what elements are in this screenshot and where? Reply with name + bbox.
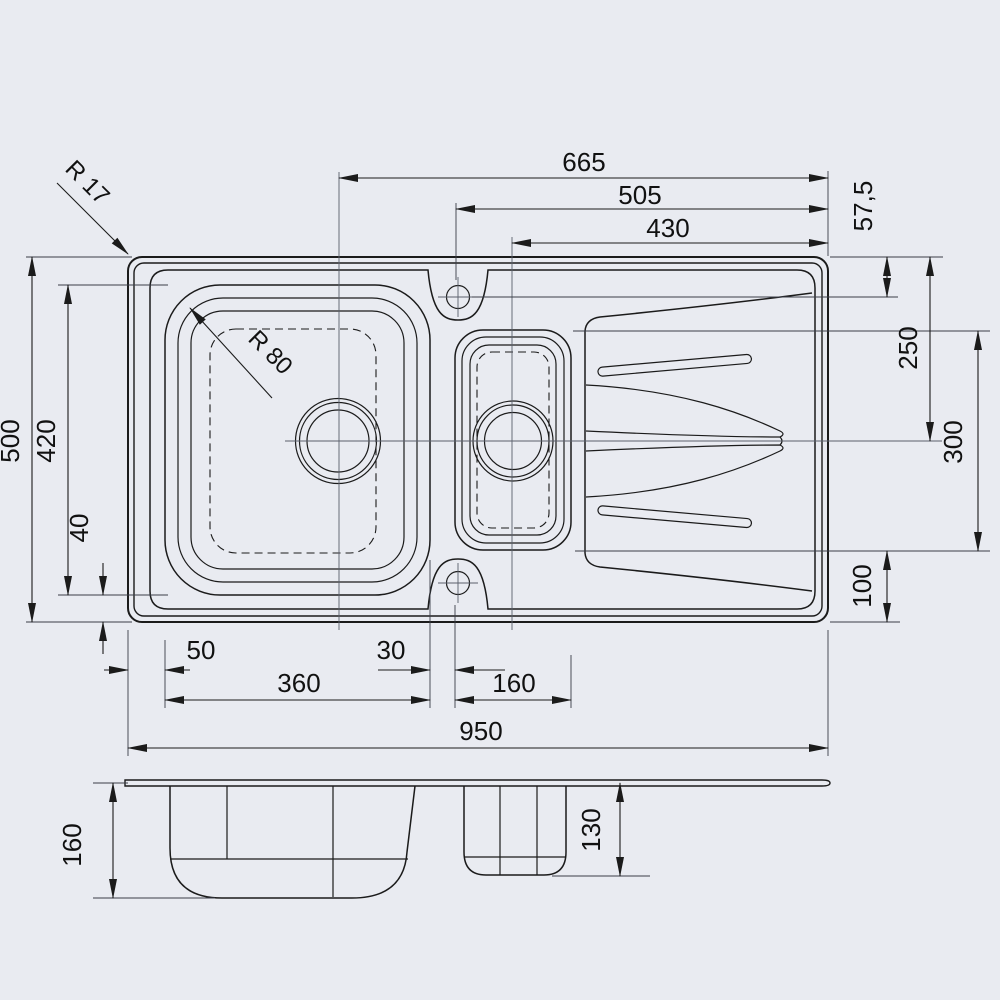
dim-250-label: 250 <box>893 326 923 369</box>
small-bowl-flange <box>454 329 572 551</box>
dim-505-label: 505 <box>618 180 661 210</box>
dim-430-label: 430 <box>646 213 689 243</box>
dim-665-label: 665 <box>562 147 605 177</box>
main-bowl-flange <box>164 284 431 596</box>
drainer-boundary <box>584 292 813 592</box>
dim-depth-160-label: 160 <box>57 823 87 866</box>
drainer-groove-top <box>597 353 753 377</box>
drainer-ridge-upper <box>585 384 784 438</box>
dimensions-left: 500 420 40 <box>0 256 168 654</box>
small-bowl-bottom-hidden-edge <box>476 351 550 529</box>
dim-100-label: 100 <box>847 564 877 607</box>
dim-depth-130-label: 130 <box>576 808 606 851</box>
drainer-ridge-lower <box>585 444 784 498</box>
dim-300-label: 300 <box>938 420 968 463</box>
dim-500-label: 500 <box>0 419 25 462</box>
side-small-bowl <box>463 786 567 876</box>
main-bowl-wall-line <box>190 310 405 570</box>
dimensions-bottom: 50 30 360 160 950 <box>104 560 829 756</box>
side-rim-top <box>124 779 831 787</box>
dim-160-label: 160 <box>492 668 535 698</box>
dim-50-label: 50 <box>187 635 216 665</box>
dim-420-label: 420 <box>31 419 61 462</box>
dim-30-label: 30 <box>377 635 406 665</box>
dimensions-top: 665 505 430 57,5 <box>338 147 943 298</box>
small-bowl-opening <box>461 336 565 544</box>
dim-57-5-label: 57,5 <box>848 181 878 232</box>
plan-view <box>127 172 942 630</box>
leader-r17 <box>56 182 129 255</box>
sink-outer-edge-inner-line <box>133 262 823 617</box>
r80-label: R 80 <box>243 325 298 380</box>
sink-outer-edge <box>127 256 829 623</box>
dimensions-right: 250 300 100 <box>573 256 990 623</box>
drainer-groove-bottom <box>597 505 753 529</box>
dim-40-label: 40 <box>64 514 94 543</box>
dim-950-label: 950 <box>459 716 502 746</box>
main-bowl-opening <box>177 297 418 583</box>
dim-360-label: 360 <box>277 668 320 698</box>
leader-r80 <box>189 307 273 399</box>
r17-label: R 17 <box>60 155 115 210</box>
side-view: 160 130 <box>57 779 831 899</box>
small-bowl-wall-line <box>469 344 557 536</box>
radius-callouts: R 17 R 80 <box>56 155 298 399</box>
rim-inner-contour <box>149 269 816 610</box>
side-main-bowl <box>169 785 416 899</box>
